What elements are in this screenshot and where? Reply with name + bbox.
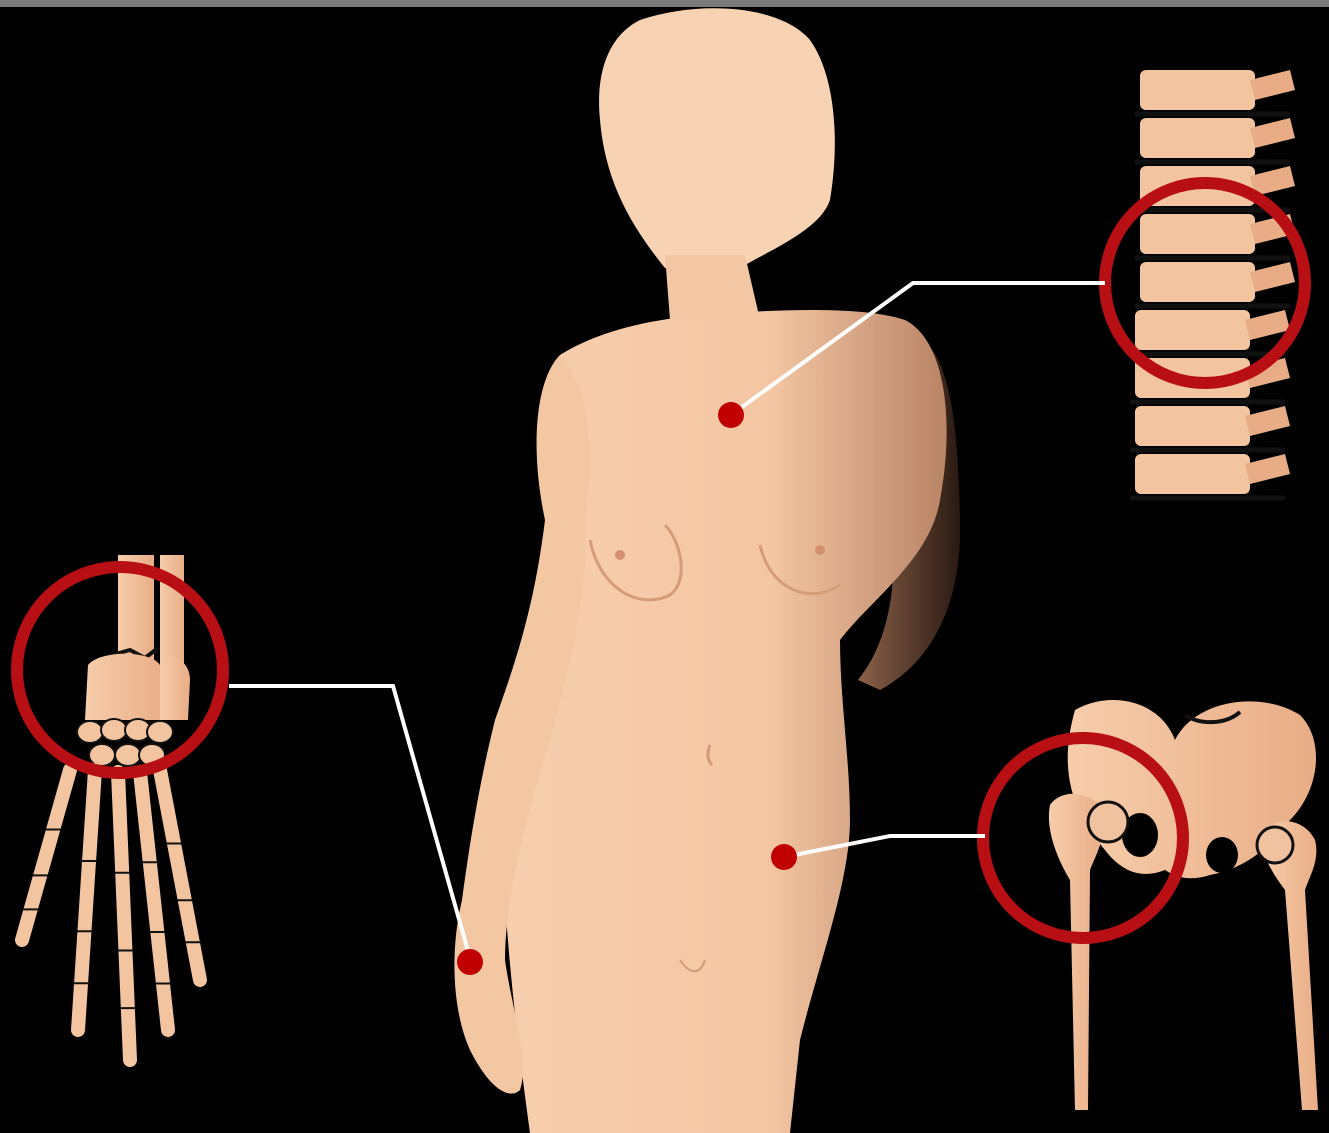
pelvis-hole-right [1206,837,1238,873]
pelvis-hip-icon [983,700,1318,1110]
spine-vertebrae-icon [1105,70,1305,498]
vertebra [1140,214,1255,254]
vertebra [1140,262,1255,302]
distal-radius [85,654,165,720]
carpal-bone [101,719,127,741]
vertebra-process [1250,262,1295,292]
finger-bone [78,770,95,1030]
finger-bone [118,772,130,1060]
vertebra-process [1245,406,1290,436]
nipple-right [815,545,825,555]
distal-ulna [160,658,190,720]
chest-marker [718,402,744,428]
head [599,8,835,268]
vertebra [1135,406,1250,446]
vertebra [1135,310,1250,350]
femur-left [1049,794,1104,1110]
wrist-marker [457,949,483,975]
wrist-leader-line [229,686,470,958]
vertebra [1140,70,1255,110]
femoral-head-right [1257,827,1293,863]
vertebra [1135,454,1250,494]
nipple-left [615,550,625,560]
vertebra [1140,118,1255,158]
carpal-bone [147,721,173,743]
vertebra-process [1245,454,1290,484]
femur-right [1263,821,1318,1110]
hip-marker [771,844,797,870]
carpal-bone [115,744,141,766]
vertebra-process [1250,70,1295,100]
carpal-bone [77,721,103,743]
femoral-head-left [1088,802,1128,842]
carpal-bone [89,744,115,766]
neck [665,255,760,320]
wrist-hand-icon [17,555,223,1060]
finger-bone [22,770,70,940]
vertebra-process [1250,118,1295,148]
woman-figure [454,8,960,1133]
